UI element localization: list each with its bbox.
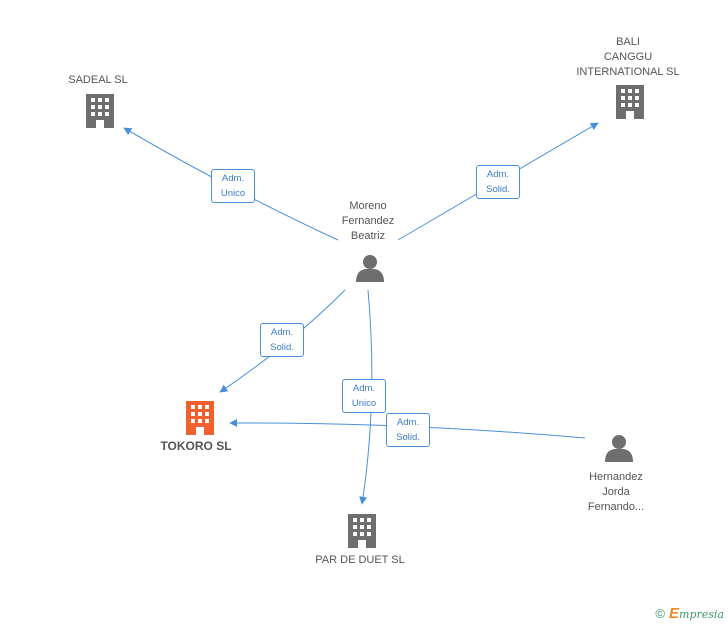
- edge-label-line2: Solid.: [270, 342, 294, 353]
- edge-label-moreno-pardeduet: Adm. Unico: [342, 379, 386, 413]
- edge-label-moreno-tokoro: Adm. Solid.: [260, 323, 304, 357]
- edge-label-line1: Adm.: [221, 173, 245, 184]
- edge-label-moreno-bali: Adm. Solid.: [476, 165, 520, 199]
- building-icon: [86, 94, 114, 128]
- node-label-hernandez[interactable]: Hernandez Jorda Fernando...: [587, 471, 645, 513]
- edge-label-line2: Unico: [220, 188, 246, 199]
- brand-name: mpresia: [679, 608, 724, 621]
- building-icon: [348, 514, 376, 548]
- node-label-tokoro[interactable]: TOKORO SL: [160, 439, 232, 453]
- edge-label-hernandez-tokoro: Adm. Solid.: [386, 413, 430, 447]
- node-label-sadeal[interactable]: SADEAL SL: [68, 74, 128, 86]
- edge-label-line2: Solid.: [396, 432, 420, 443]
- building-icon-main: [186, 401, 214, 435]
- person-icon: [605, 435, 633, 462]
- edge-label-line1: Adm.: [396, 417, 420, 428]
- edge-label-line1: Adm.: [270, 327, 294, 338]
- copyright-icon: ©: [655, 606, 666, 621]
- edge-label-line2: Solid.: [486, 184, 510, 195]
- person-icon: [356, 255, 384, 282]
- edge-label-line1: Adm.: [352, 383, 376, 394]
- brand-logo-letter: E: [669, 605, 680, 622]
- building-icon: [616, 85, 644, 119]
- edge-label-line1: Adm.: [486, 169, 510, 180]
- node-label-pardeduet[interactable]: PAR DE DUET SL: [315, 554, 405, 566]
- node-label-moreno[interactable]: Moreno Fernandez Beatriz: [341, 200, 395, 242]
- footer-brand: ©Empresia: [655, 605, 724, 622]
- edge-label-line2: Unico: [351, 398, 377, 409]
- edge-label-moreno-sadeal: Adm. Unico: [211, 169, 255, 203]
- node-label-bali[interactable]: BALI CANGGU INTERNATIONAL SL: [576, 36, 680, 78]
